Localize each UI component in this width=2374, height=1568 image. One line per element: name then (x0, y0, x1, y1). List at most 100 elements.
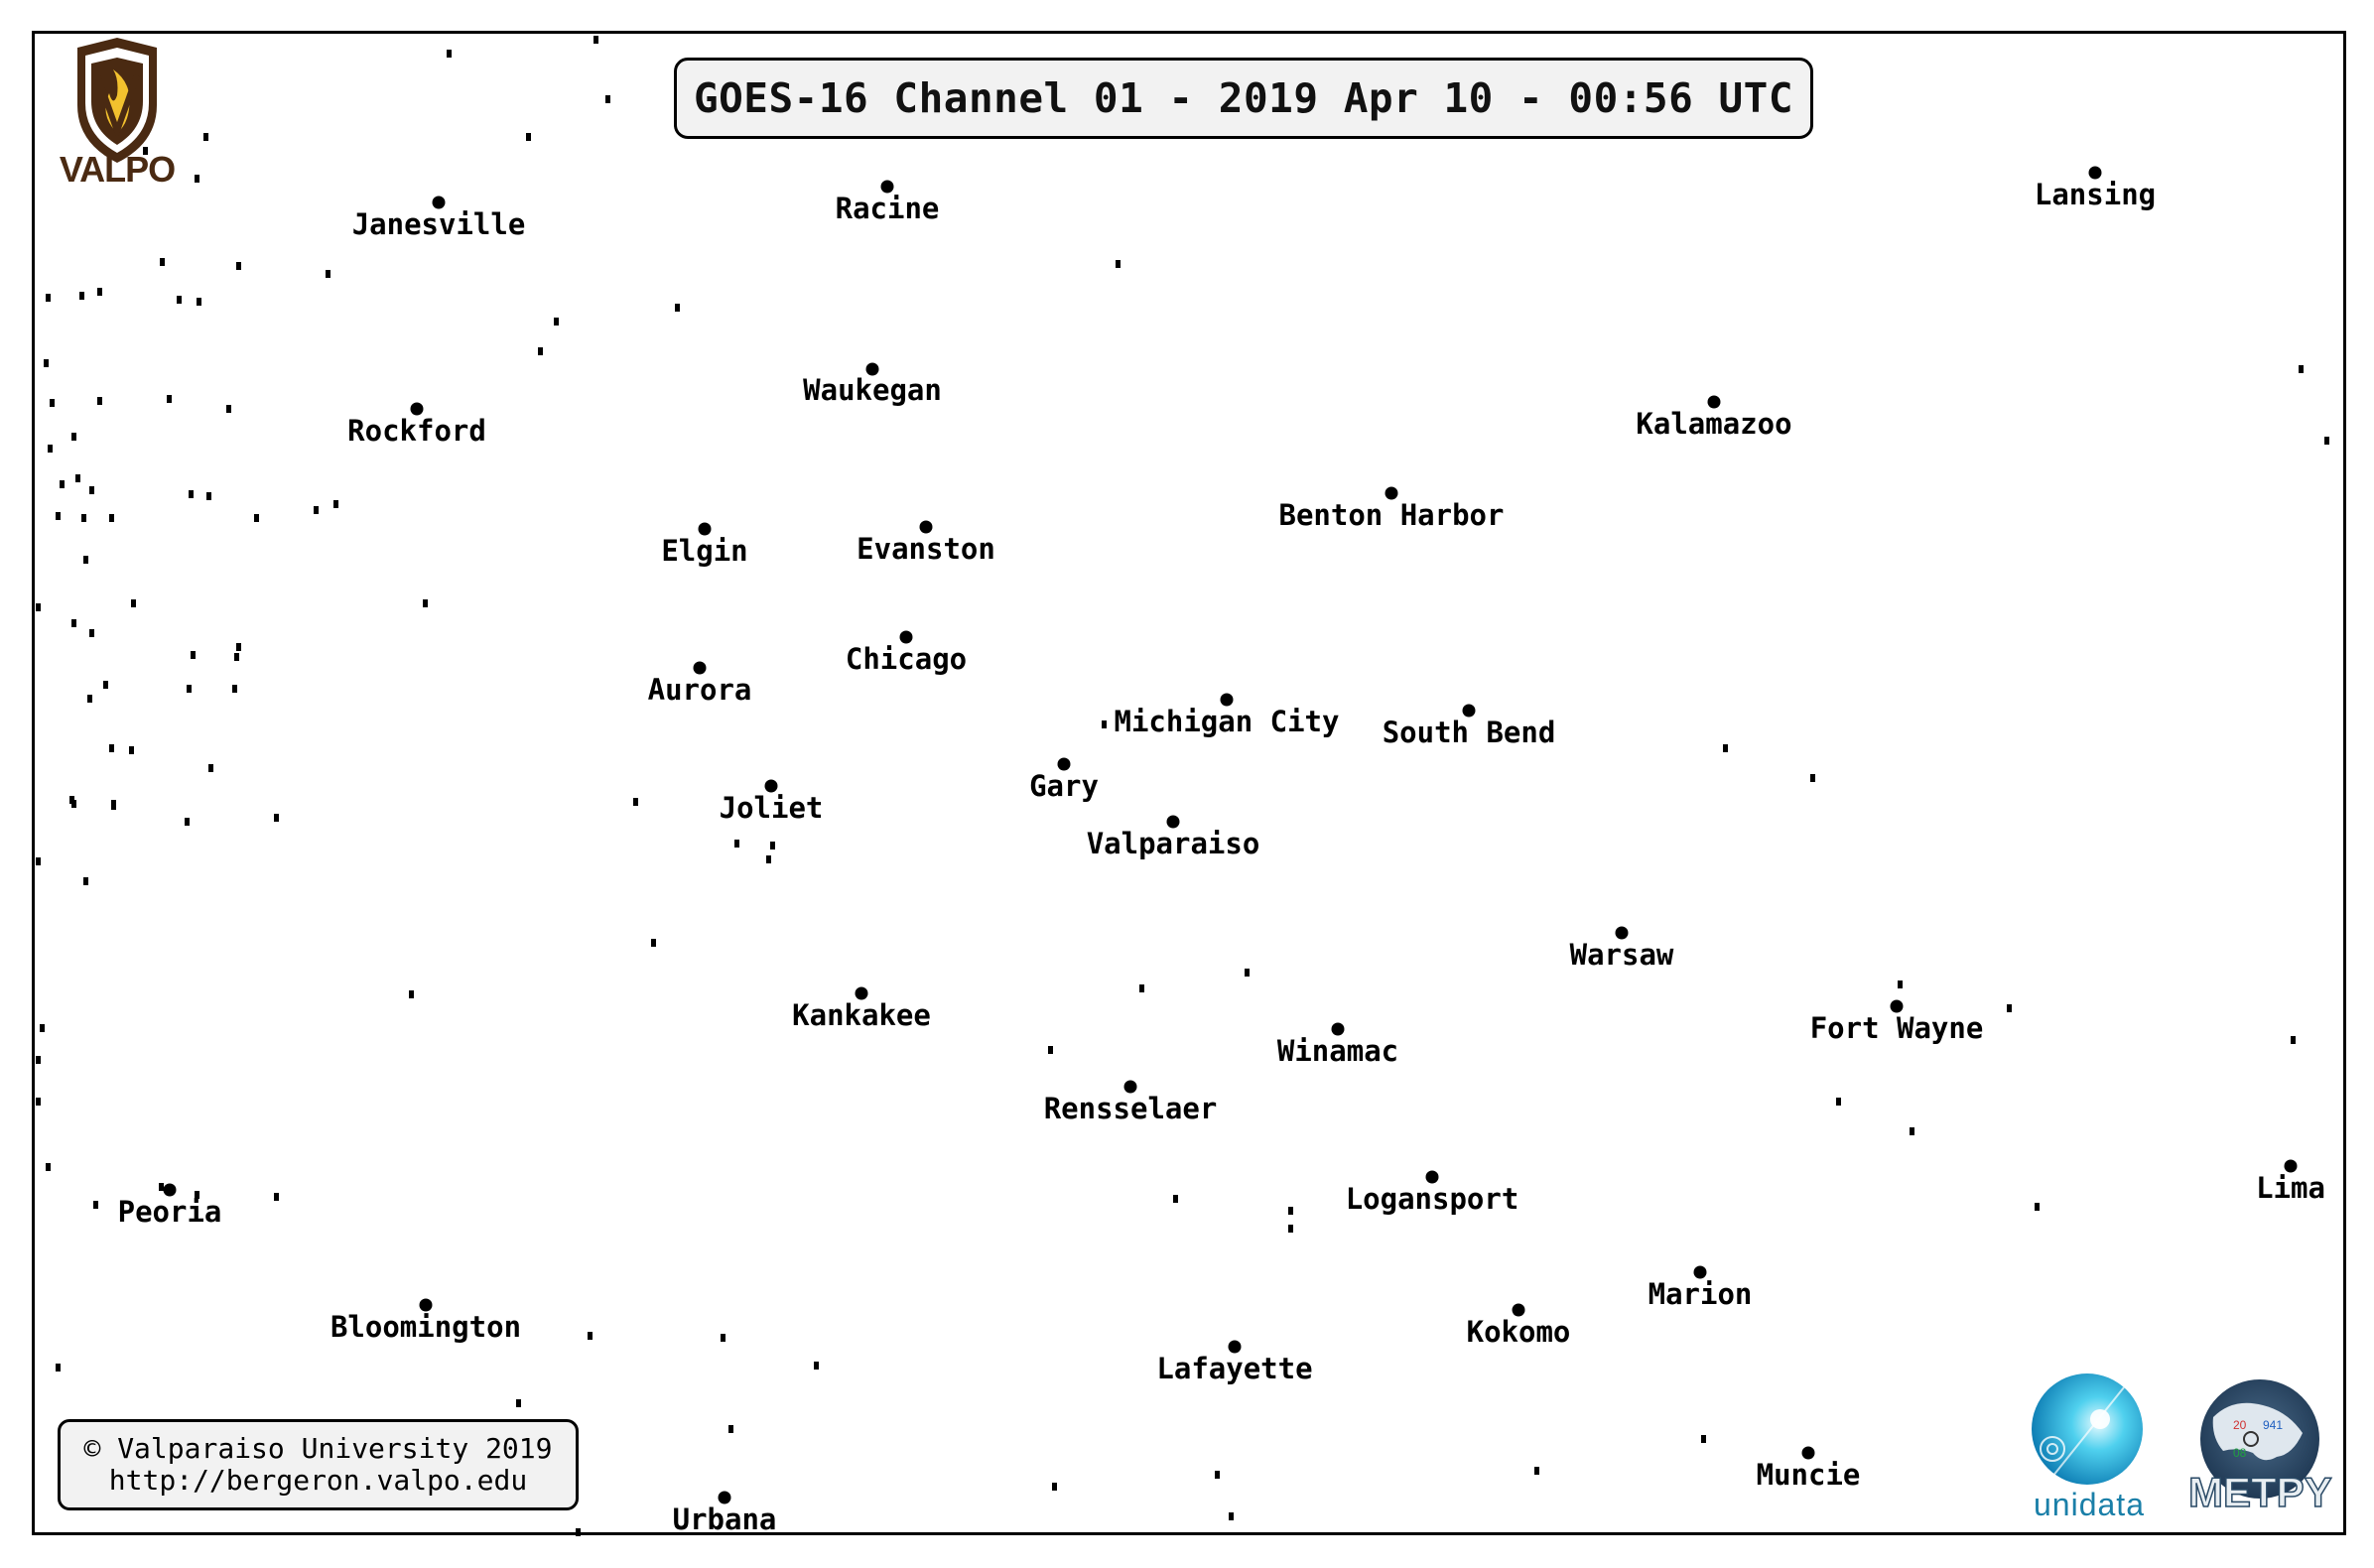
speck (226, 405, 231, 413)
speck (728, 1425, 733, 1433)
copyright-line: © Valparaiso University 2019 (83, 1431, 553, 1465)
speck (326, 270, 330, 278)
speck (232, 685, 237, 693)
speck (195, 1191, 199, 1199)
city-marker-muncie (1801, 1446, 1815, 1460)
city-marker-michigan-city (1220, 693, 1234, 707)
speck (79, 292, 84, 300)
speck (109, 744, 114, 752)
speck (93, 1201, 98, 1209)
city-marker-fort-wayne (1890, 999, 1904, 1013)
valpo-wordmark: VALPO (59, 149, 176, 190)
city-label-bloomington: Bloomington (330, 1310, 522, 1344)
speck (409, 990, 414, 998)
city-label-racine: Racine (835, 192, 940, 225)
speck (36, 1056, 41, 1064)
city-label-kalamazoo: Kalamazoo (1636, 407, 1792, 441)
speck (71, 800, 76, 808)
city-label-kankakee: Kankakee (792, 998, 931, 1032)
speck (40, 1024, 45, 1032)
city-marker-valparaiso (1166, 815, 1180, 829)
city-marker-elgin (698, 522, 712, 536)
city-marker-janesville (432, 196, 446, 209)
city-label-gary: Gary (1029, 769, 1099, 803)
city-marker-lima (2284, 1159, 2298, 1173)
speck (46, 1163, 51, 1171)
map-title: GOES-16 Channel 01 - 2019 Apr 10 - 00:56… (693, 74, 1794, 122)
speck (1139, 984, 1144, 992)
city-marker-kankakee (855, 986, 868, 1000)
speck (651, 939, 656, 947)
valpo-shield-logo (77, 38, 157, 163)
city-label-south-bend: South Bend (1382, 716, 1556, 749)
speck (50, 399, 55, 407)
city-label-rensselaer: Rensselaer (1043, 1092, 1218, 1125)
city-label-warsaw: Warsaw (1569, 938, 1674, 972)
city-label-lafayette: Lafayette (1156, 1352, 1313, 1385)
speck (2324, 437, 2329, 445)
speck (1245, 969, 1250, 977)
speck (447, 50, 452, 58)
city-label-waukegan: Waukegan (803, 373, 942, 407)
city-label-rockford: Rockford (347, 414, 486, 448)
metpy-pressure: 941 (2263, 1418, 2283, 1432)
speck (814, 1362, 819, 1370)
speck (60, 480, 65, 488)
speck (89, 629, 94, 637)
speck (333, 500, 338, 508)
speck (1701, 1435, 1706, 1443)
speck (36, 603, 41, 611)
speck (236, 262, 241, 270)
speck (2035, 1203, 2040, 1211)
city-label-valparaiso: Valparaiso (1086, 827, 1260, 860)
speck (2299, 365, 2304, 373)
speck (1534, 1467, 1539, 1475)
speck (1229, 1512, 1234, 1520)
speck (766, 855, 771, 863)
speck (1810, 774, 1815, 782)
speck (197, 298, 201, 306)
city-label-elgin: Elgin (661, 534, 748, 568)
city-label-evanston: Evanston (857, 532, 995, 566)
metpy-globe-logo: 20 941 08 (2200, 1379, 2319, 1499)
speck (605, 95, 610, 103)
metpy-dewpoint: 08 (2233, 1446, 2247, 1460)
speck (46, 294, 51, 302)
city-label-joliet: Joliet (719, 791, 824, 825)
city-label-michigan-city: Michigan City (1114, 705, 1340, 738)
speck (36, 1098, 41, 1106)
city-marker-evanston (919, 520, 933, 534)
speck (576, 1528, 581, 1536)
city-marker-winamac (1331, 1022, 1345, 1036)
city-marker-rockford (410, 402, 424, 416)
speck (2291, 1036, 2296, 1044)
city-label-lima: Lima (2256, 1171, 2325, 1205)
speck (44, 359, 49, 367)
speck (1215, 1471, 1220, 1479)
speck (160, 258, 165, 266)
speck (56, 1364, 61, 1372)
speck (675, 304, 680, 312)
speck (159, 1183, 164, 1191)
unidata-logo (2032, 1373, 2143, 1485)
city-marker-warsaw (1615, 926, 1629, 940)
speck (526, 133, 531, 141)
speck (195, 175, 199, 183)
speck (103, 681, 108, 689)
speck (83, 556, 88, 564)
city-label-lansing: Lansing (2034, 178, 2157, 211)
city-label-urbana: Urbana (672, 1503, 777, 1536)
speck (167, 395, 172, 403)
unidata-wordmark: unidata (2034, 1487, 2145, 1522)
speck (516, 1399, 521, 1407)
city-marker-joliet (764, 779, 778, 793)
speck (423, 599, 428, 607)
speck (1116, 260, 1121, 268)
city-marker-chicago (899, 630, 913, 644)
speck (83, 877, 88, 885)
speck (1052, 1483, 1057, 1491)
city-marker-lafayette (1228, 1340, 1242, 1354)
speck (97, 288, 102, 296)
metpy-temp: 20 (2233, 1418, 2247, 1432)
speck (314, 506, 319, 514)
